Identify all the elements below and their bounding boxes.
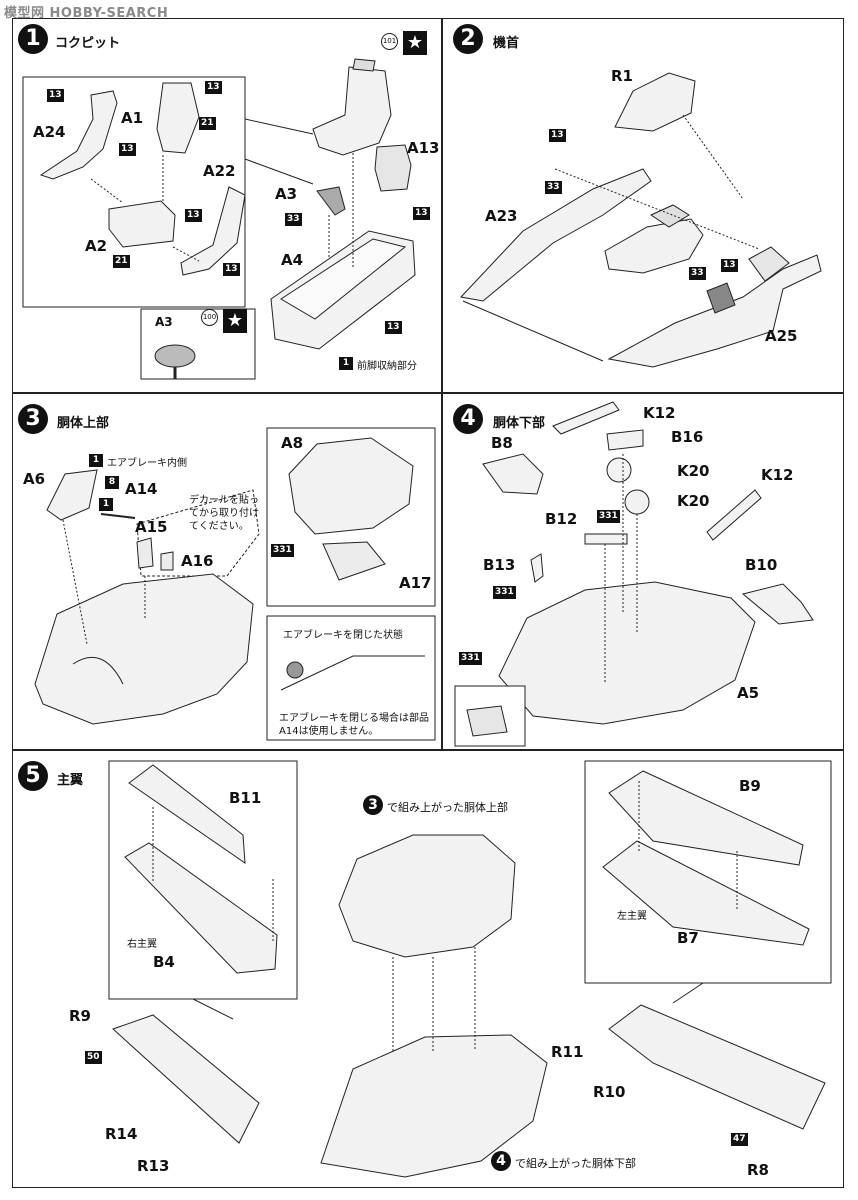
part-a22-label: A22 (203, 162, 236, 180)
paint-21-badge: 21 (113, 255, 130, 268)
part-a17-label: A17 (399, 574, 432, 592)
paint-1-badge: 1 (99, 498, 113, 511)
part-b16-label: B16 (671, 428, 704, 446)
part-k20-label: K20 (677, 462, 710, 480)
part-a6-label: A6 (23, 470, 46, 488)
paint-331-badge: 331 (459, 652, 482, 665)
part-b12-label: B12 (545, 510, 578, 528)
part-a16-label: A16 (181, 552, 214, 570)
step3-title: 胴体上部 (57, 416, 110, 431)
paint-13-badge: 13 (549, 129, 566, 142)
step4-panel: 4 胴体下部 K12 B16 B8 K20 K20 K12 B12 B13 B1… (442, 393, 844, 750)
airbrake-inner-note: エアブレーキ内側 (107, 458, 187, 469)
lower-fuselage-note: で組み上がった胴体下部 (515, 1157, 636, 1170)
paint-13-badge: 13 (185, 209, 202, 222)
upper-fuselage-note: で組み上がった胴体上部 (387, 801, 508, 814)
part-k20b-label: K20 (677, 492, 710, 510)
part-a5-label: A5 (737, 684, 760, 702)
part-a13-label: A13 (407, 139, 440, 157)
step2-number: 2 (453, 24, 483, 54)
closed-state-title: エアブレーキを閉じた状態 (283, 630, 403, 641)
part-a4-label: A4 (281, 251, 304, 269)
decal-100-marker: 100 (201, 309, 218, 326)
nose-gear-note: 前脚収納部分 (357, 361, 417, 372)
part-r8-label: R8 (747, 1161, 769, 1179)
part-a14-label: A14 (125, 480, 158, 498)
paint-47-badge: 47 (731, 1133, 748, 1146)
part-r11-label: R11 (551, 1043, 584, 1061)
paint-50-badge: 50 (85, 1051, 102, 1064)
ref-step4-icon: 4 (491, 1151, 511, 1171)
paint-13-badge: 13 (47, 89, 64, 102)
step2-title: 機首 (493, 36, 520, 51)
part-a15-label: A15 (135, 518, 168, 536)
star-icon: ★ (403, 31, 427, 55)
step1-number: 1 (18, 24, 48, 54)
paint-13-badge: 13 (205, 81, 222, 94)
part-r9-label: R9 (69, 1007, 91, 1025)
part-b11-label: B11 (229, 789, 262, 807)
step4-drawing (454, 401, 814, 747)
decal-101-marker: 101 (381, 33, 398, 50)
part-a1-label: A1 (121, 109, 144, 127)
star-icon: ★ (223, 309, 247, 333)
paint-331-badge: 331 (493, 586, 516, 599)
part-a8-label: A8 (281, 434, 304, 452)
paint-13-badge: 13 (721, 259, 738, 272)
paint-21-badge: 21 (199, 117, 216, 130)
part-a24-label: A24 (33, 123, 66, 141)
step1-title: コクピット (55, 36, 121, 51)
step3-drawing (34, 427, 436, 741)
paint-8-badge: 8 (105, 476, 119, 489)
part-a25-label: A25 (765, 327, 798, 345)
inset-a3-label: A3 (155, 315, 173, 329)
step1-drawing (22, 58, 416, 380)
paint-1-badge: 1 (339, 357, 353, 370)
paint-33-badge: 33 (545, 181, 562, 194)
right-wing-label: 右主翼 (127, 939, 157, 950)
part-b7-label: B7 (677, 929, 699, 947)
ref-step3-icon: 3 (363, 795, 383, 815)
step3-number: 3 (18, 404, 48, 434)
part-k12-label: K12 (643, 404, 676, 422)
part-a2-label: A2 (85, 237, 108, 255)
step2-drawing (460, 72, 822, 368)
part-b9-label: B9 (739, 777, 761, 795)
paint-13-badge: 13 (385, 321, 402, 334)
part-r1-label: R1 (611, 67, 633, 85)
paint-331-badge: 331 (597, 510, 620, 523)
watermark: 模型网 HOBBY-SEARCH (4, 6, 169, 21)
part-r13-label: R13 (137, 1157, 170, 1175)
step1-panel: 1 コクピット A24 A1 A22 A2 A3 A4 (12, 18, 442, 393)
paint-13-badge: 13 (413, 207, 430, 220)
paint-331-badge: 331 (271, 544, 294, 557)
paint-33-badge: 33 (689, 267, 706, 280)
step5-number: 5 (18, 761, 48, 791)
closed-state-note: エアブレーキを閉じる場合は部品A14は使用しません。 (279, 713, 429, 737)
step4-number: 4 (453, 404, 483, 434)
paint-33-badge: 33 (285, 213, 302, 226)
paint-1-badge: 1 (89, 454, 103, 467)
part-k12b-label: K12 (761, 466, 794, 484)
part-a3-label: A3 (275, 185, 298, 203)
step5-title: 主翼 (57, 773, 84, 788)
part-r10-label: R10 (593, 1083, 626, 1101)
part-a23-label: A23 (485, 207, 518, 225)
part-b13-label: B13 (483, 556, 516, 574)
part-b10-label: B10 (745, 556, 778, 574)
step4-title: 胴体下部 (493, 416, 546, 431)
paint-13-badge: 13 (119, 143, 136, 156)
part-b4-label: B4 (153, 953, 175, 971)
part-b8-label: B8 (491, 434, 513, 452)
left-wing-label: 左主翼 (617, 911, 647, 922)
part-r14-label: R14 (105, 1125, 138, 1143)
step2-panel: 2 機首 R1 A23 A25 13 33 33 13 (442, 18, 844, 393)
step5-drawing (108, 760, 832, 1178)
step5-panel: 5 主翼 B11 右主翼 B4 R9 50 R14 R13 B9 左主翼 B7 … (12, 750, 844, 1188)
step3-panel: 3 胴体上部 A6 A14 A15 A16 A8 A17 1 エアブレーキ内側 … (12, 393, 442, 750)
decal-note: デカールを貼ってから取り付けてください。 (189, 495, 259, 532)
paint-13-badge: 13 (223, 263, 240, 276)
